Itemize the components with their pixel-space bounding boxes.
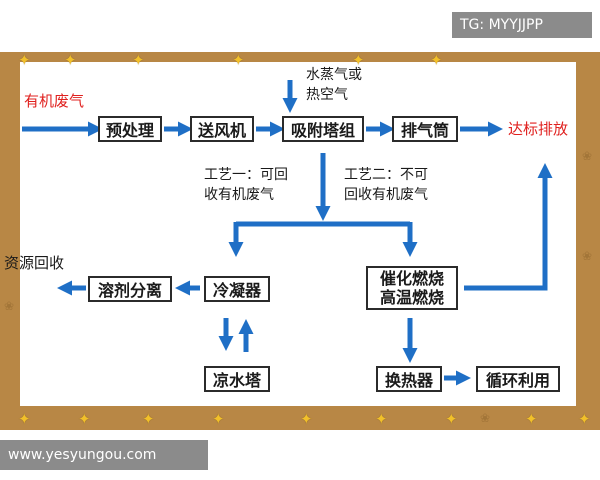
heat-exchanger-box: 换热器: [376, 366, 442, 392]
condenser-box: 冷凝器: [204, 276, 270, 302]
solvent-separation-box: 溶剂分离: [88, 276, 172, 302]
star-icon: ✦: [212, 410, 225, 428]
watermark-top: TG: MYYJJPP: [452, 12, 592, 38]
star-icon: ✦: [142, 410, 155, 428]
exhaust-stack-box: 排气筒: [392, 116, 458, 142]
catalytic-combustion-box: 催化燃烧 高温燃烧: [366, 266, 458, 310]
star-icon: ✦: [445, 410, 458, 428]
paw-icon: ❀: [480, 411, 491, 425]
pretreatment-box: 预处理: [98, 116, 162, 142]
input-label: 有机废气: [24, 92, 85, 110]
blower-box: 送风机: [190, 116, 254, 142]
process1-label-line2: 收有机废气: [204, 187, 274, 203]
star-icon: ✦: [578, 410, 591, 428]
paw-icon: ❀: [582, 249, 593, 263]
catalytic-line1: 催化燃烧: [379, 269, 444, 288]
paw-icon: ❀: [582, 149, 593, 163]
star-icon: ✦: [232, 51, 245, 69]
process2-label-line2: 回收有机废气: [344, 187, 428, 203]
star-icon: ✦: [78, 410, 91, 428]
steam-label-line2: 热空气: [306, 87, 348, 103]
catalytic-line2: 高温燃烧: [379, 288, 444, 307]
recycle-box: 循环利用: [476, 366, 560, 392]
arrow-catalytic-return: [464, 163, 553, 291]
star-icon: ✦: [300, 410, 313, 428]
star-icon: ✦: [18, 51, 31, 69]
star-icon: ✦: [18, 410, 31, 428]
process2-label-line1: 工艺二：不可: [344, 167, 428, 183]
star-icon: ✦: [352, 51, 365, 69]
star-icon: ✦: [375, 410, 388, 428]
cooling-tower-box: 凉水塔: [204, 366, 270, 392]
paw-icon: ❀: [4, 299, 15, 313]
steam-label-line1: 水蒸气或: [306, 67, 362, 83]
star-icon: ✦: [64, 51, 77, 69]
star-icon: ✦: [525, 410, 538, 428]
star-icon: ✦: [430, 51, 443, 69]
star-icon: ✦: [132, 51, 145, 69]
output-label: 达标排放: [508, 120, 569, 138]
resource-recovery-label: 资源回收: [4, 254, 65, 272]
process1-label-line1: 工艺一：可回: [204, 167, 288, 183]
adsorption-tower-box: 吸附塔组: [282, 116, 364, 142]
watermark-bottom: www.yesyungou.com: [0, 440, 208, 470]
